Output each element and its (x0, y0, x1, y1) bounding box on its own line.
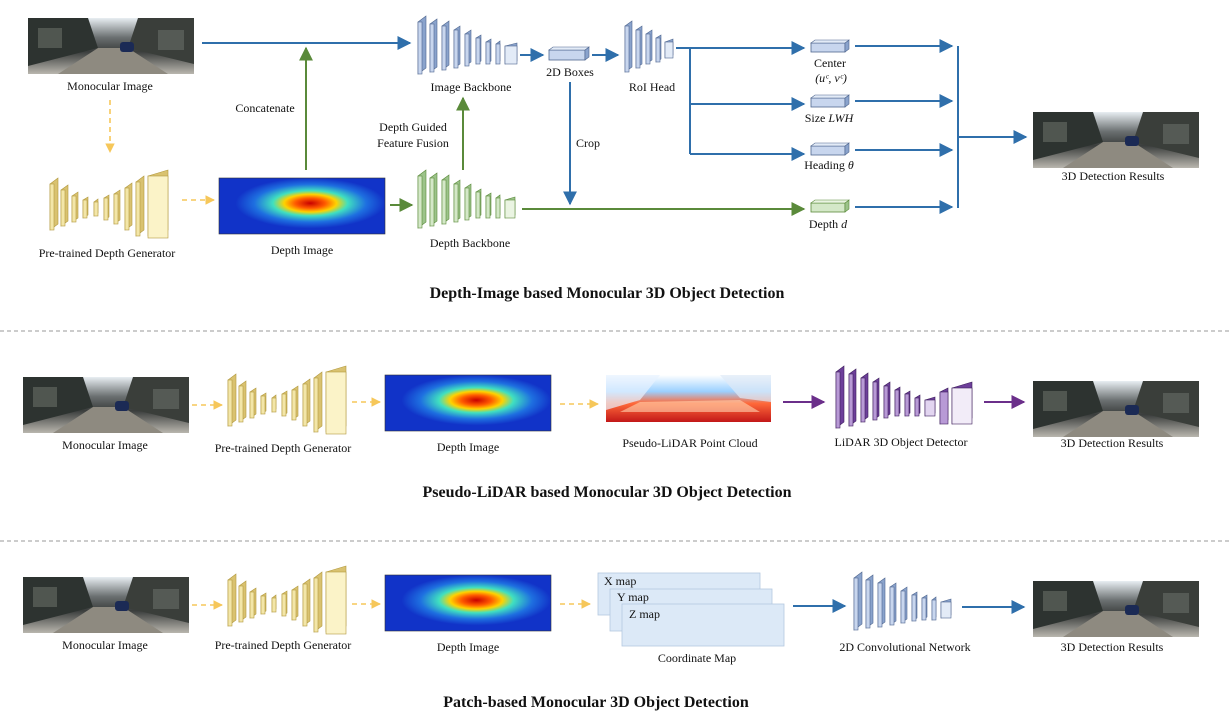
fusion-label-line1: Depth Guided (379, 120, 447, 134)
results-photo (1033, 581, 1199, 637)
coordinate-map-label: Coordinate Map (658, 651, 736, 665)
depth-generator-label: Pre-trained Depth Generator (215, 638, 352, 652)
section-pseudo-lidar: Monocular Image Pre-trained Depth Genera… (23, 365, 1199, 501)
heading-block (810, 142, 850, 156)
depth-image-map (219, 178, 385, 234)
heading-label: Heading θ (804, 158, 854, 172)
results-photo (1033, 381, 1199, 437)
size-label: Size LWH (805, 111, 855, 125)
y-map-label: Y map (617, 590, 649, 604)
section-patch-based: Monocular Image Pre-trained Depth Genera… (23, 565, 1199, 711)
center-label: Center (814, 56, 846, 70)
lidar-detector-net (835, 365, 973, 429)
roi-head-label: RoI Head (629, 80, 675, 94)
depth-image-label: Depth Image (271, 243, 333, 257)
depth-backbone-net (417, 169, 516, 229)
depth-image-map (385, 575, 551, 631)
section-title: Depth-Image based Monocular 3D Object De… (430, 285, 785, 302)
section-depth-image: Monocular Image Pre-trained Depth Genera… (28, 15, 1199, 302)
concatenate-label: Concatenate (235, 101, 294, 115)
depth-generator-net (49, 169, 169, 239)
roi-branches (676, 41, 806, 161)
image-backbone-net (417, 15, 518, 75)
monocular-image-photo (23, 377, 189, 433)
conv-network-net (853, 571, 952, 631)
size-block (810, 94, 850, 108)
z-map-label: Z map (629, 607, 660, 621)
crop-label: Crop (576, 136, 600, 150)
monocular-image-photo (28, 18, 194, 74)
roi-head-net (624, 20, 674, 73)
depth-d-label: Depth d (809, 217, 848, 231)
2d-boxes-block (548, 46, 590, 61)
results-photo (1033, 112, 1199, 168)
section-title: Patch-based Monocular 3D Object Detectio… (443, 694, 749, 711)
point-cloud-label: Pseudo-LiDAR Point Cloud (622, 436, 757, 450)
depth-d-block (810, 199, 850, 213)
depth-generator-label: Pre-trained Depth Generator (215, 441, 352, 455)
results-label: 3D Detection Results (1061, 640, 1164, 654)
monocular-image-photo (23, 577, 189, 633)
image-backbone-label: Image Backbone (431, 80, 512, 94)
depth-image-map (385, 375, 551, 431)
center-symbol: (uᶜ, vᶜ) (815, 71, 847, 85)
depth-generator-label: Pre-trained Depth Generator (39, 246, 176, 260)
x-map-label: X map (604, 574, 636, 588)
conv-network-label: 2D Convolutional Network (839, 640, 970, 654)
depth-image-label: Depth Image (437, 440, 499, 454)
section-title: Pseudo-LiDAR based Monocular 3D Object D… (422, 484, 791, 501)
lidar-detector-label: LiDAR 3D Object Detector (835, 435, 968, 449)
monocular-image-label: Monocular Image (62, 638, 148, 652)
2d-boxes-label: 2D Boxes (546, 65, 594, 79)
results-label: 3D Detection Results (1061, 436, 1164, 450)
center-block (810, 39, 850, 53)
monocular-image-label: Monocular Image (67, 79, 153, 93)
point-cloud-image (606, 375, 771, 422)
fusion-label-line2: Feature Fusion (377, 136, 449, 150)
monocular-image-label: Monocular Image (62, 438, 148, 452)
results-label: 3D Detection Results (1062, 169, 1165, 183)
depth-backbone-label: Depth Backbone (430, 236, 510, 250)
depth-image-label: Depth Image (437, 640, 499, 654)
depth-generator-net (227, 365, 347, 435)
output-merge-arrows (855, 39, 1028, 214)
coordinate-map-stack (597, 572, 785, 647)
depth-generator-net (227, 565, 347, 635)
